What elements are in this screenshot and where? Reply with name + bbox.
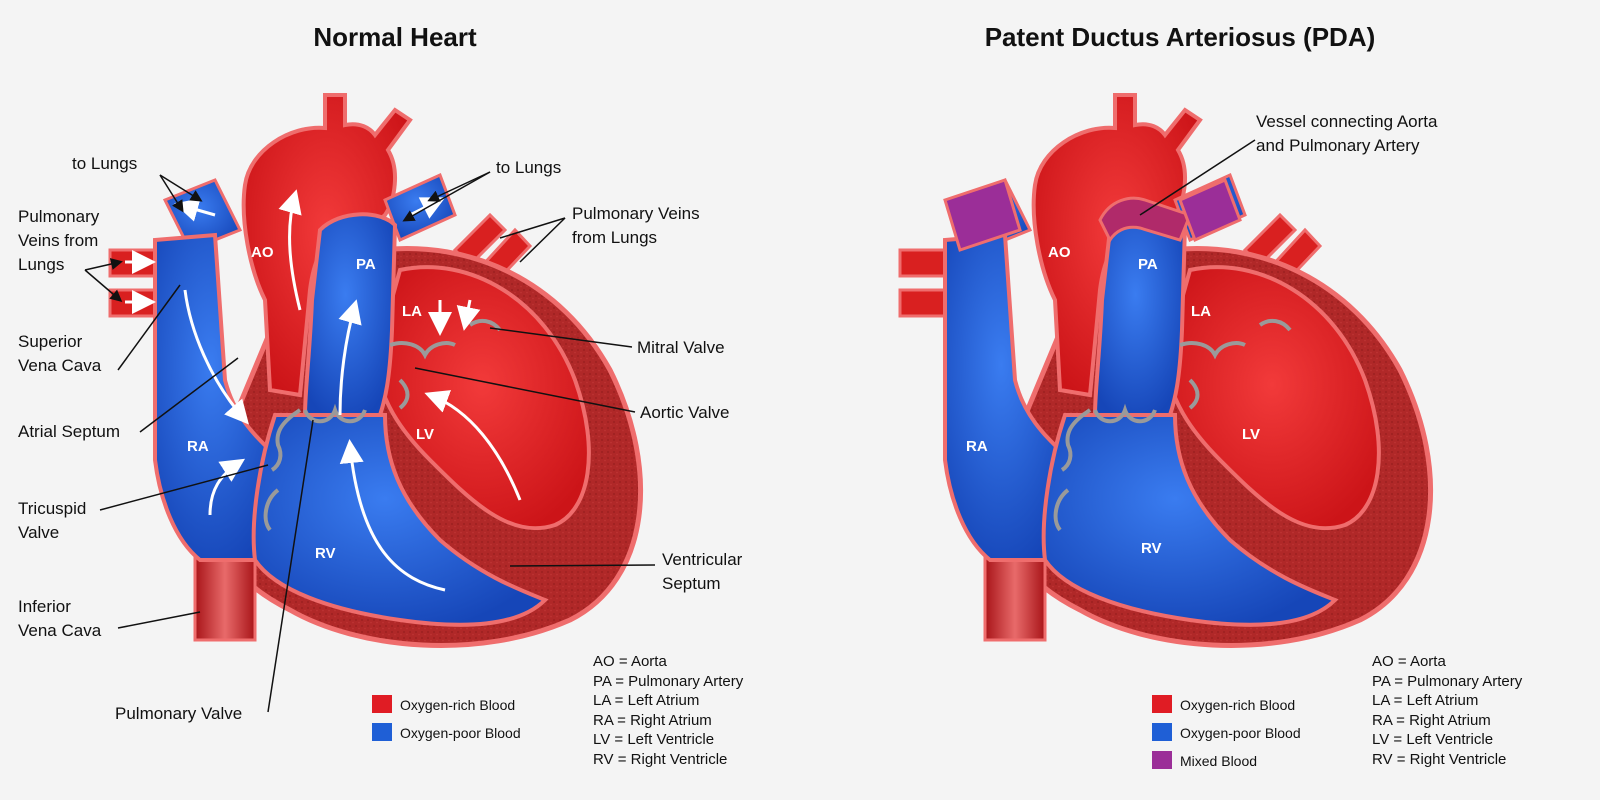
label-to-lungs-left: to Lungs <box>72 154 138 173</box>
abbreviations-right: AO = Aorta PA = Pulmonary Artery LA = Le… <box>1372 653 1523 768</box>
mixed-branch-right <box>1178 177 1242 243</box>
leader-lines-left <box>84 171 656 713</box>
label-pulmonary-veins-left: Pulmonary Veins from Lungs <box>18 207 100 274</box>
mixed-branch-left <box>943 178 1022 252</box>
label-atrial-septum: Atrial Septum <box>18 422 121 441</box>
legend-left: Oxygen-rich Blood Oxygen-poor Blood <box>400 691 521 747</box>
chamber-rv-right: RV <box>1141 540 1162 557</box>
chamber-pa-left: PA <box>356 256 376 273</box>
legend-item-mixed-right: Mixed Blood <box>1180 747 1301 775</box>
legend-text-mixed-right: Mixed Blood <box>1180 753 1258 769</box>
pda-heart-art <box>900 95 1431 645</box>
chamber-lv-left: LV <box>416 426 435 443</box>
chamber-ra-right: RA <box>966 438 988 455</box>
chamber-la-right: LA <box>1191 303 1211 320</box>
chamber-ao-right: AO <box>1048 244 1071 261</box>
legend-right: Oxygen-rich Blood Oxygen-poor Blood Mixe… <box>1180 691 1301 775</box>
legend-swatch-red-right <box>1152 695 1172 713</box>
label-ventricular-septum: Ventricular Septum <box>662 550 743 593</box>
label-pulmonary-valve: Pulmonary Valve <box>115 704 243 723</box>
legend-swatch-blue-right <box>1152 723 1172 741</box>
chamber-la-left: LA <box>402 303 422 320</box>
legend-text-oxygen-poor-right: Oxygen-poor Blood <box>1180 725 1301 741</box>
legend-item-oxygen-poor-right: Oxygen-poor Blood <box>1180 719 1301 747</box>
normal-heart-title: Normal Heart <box>313 22 477 52</box>
label-pulmonary-veins-right: Pulmonary Veins from Lungs <box>572 204 700 247</box>
pda-title: Patent Ductus Arteriosus (PDA) <box>984 22 1376 52</box>
chamber-ao-left: AO <box>251 244 274 261</box>
label-tricuspid-valve: Tricuspid Valve <box>18 499 87 542</box>
legend-text-oxygen-rich: Oxygen-rich Blood <box>400 697 516 713</box>
label-aortic-valve: Aortic Valve <box>640 403 730 422</box>
chamber-ra-left: RA <box>187 438 209 455</box>
legend-text-oxygen-poor: Oxygen-poor Blood <box>400 725 521 741</box>
label-superior-vena-cava: Superior Vena Cava <box>18 332 102 375</box>
legend-text-oxygen-rich-right: Oxygen-rich Blood <box>1180 697 1296 713</box>
label-vessel-connecting: Vessel connecting Aorta and Pulmonary Ar… <box>1256 112 1438 155</box>
legend-item-oxygen-rich-right: Oxygen-rich Blood <box>1180 691 1301 719</box>
chamber-rv-left: RV <box>315 545 336 562</box>
legend-item-oxygen-rich: Oxygen-rich Blood <box>400 691 521 719</box>
ductus-arteriosus <box>1098 196 1192 244</box>
legend-swatch-purple-right <box>1152 751 1172 769</box>
legend-swatch-blue-left <box>372 723 392 741</box>
label-inferior-vena-cava: Inferior Vena Cava <box>18 597 102 640</box>
chamber-pa-right: PA <box>1138 256 1158 273</box>
leader-line-vessel <box>1139 139 1256 216</box>
label-to-lungs-right: to Lungs <box>496 158 562 177</box>
chamber-lv-right: LV <box>1242 426 1261 443</box>
legend-swatch-red-left <box>372 695 392 713</box>
legend-item-oxygen-poor: Oxygen-poor Blood <box>400 719 521 747</box>
label-mitral-valve: Mitral Valve <box>637 338 725 357</box>
normal-heart-art <box>84 95 656 713</box>
abbreviations-left: AO = Aorta PA = Pulmonary Artery LA = Le… <box>593 653 744 768</box>
